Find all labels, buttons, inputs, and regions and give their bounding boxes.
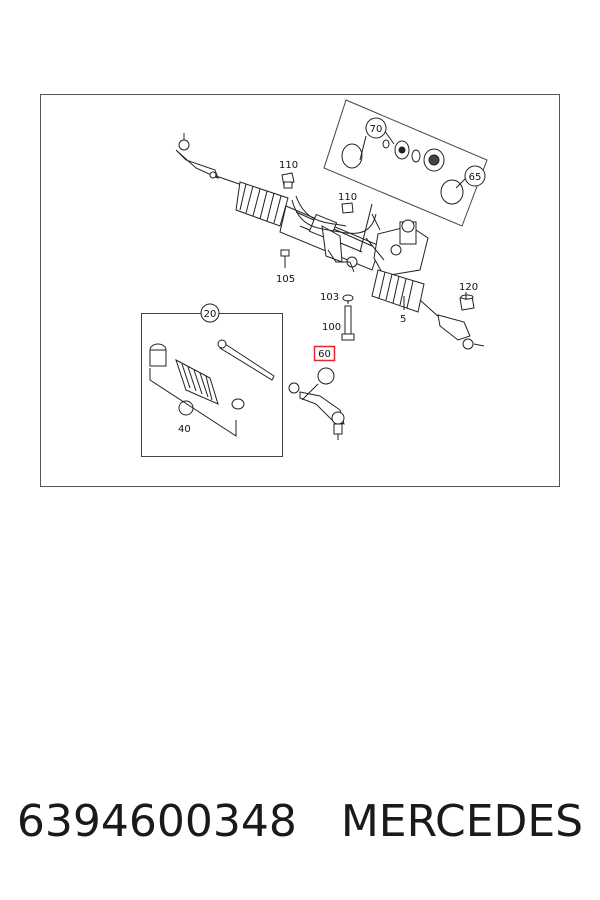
wrench-symbol-60: [317, 367, 335, 385]
nut-110-b: [341, 202, 354, 214]
callout-5: 5: [400, 314, 406, 325]
callout-100: 100: [322, 322, 341, 333]
callout-103: 103: [320, 292, 339, 303]
callout-110-b: 110: [338, 192, 357, 203]
callout-70-circle: [365, 117, 387, 139]
nut-110-a: [281, 172, 295, 189]
callout-60-highlight: [313, 345, 336, 362]
brand-name: MERCEDES: [340, 796, 584, 847]
bolt-105: [280, 249, 290, 268]
callout-40: 40: [178, 424, 191, 435]
inset-box-65-70: [323, 99, 488, 227]
inset-65-70-parts: [341, 139, 464, 205]
steering-rack-assembly: [175, 133, 485, 350]
part-caption: 6394600348 MERCEDES: [0, 796, 600, 847]
part-number: 6394600348: [16, 796, 297, 847]
bolt-100: [341, 305, 355, 341]
callout-120: 120: [459, 282, 478, 293]
callout-60: 60: [318, 349, 331, 360]
callout-70: 70: [370, 124, 383, 135]
tie-rod-end-60: [288, 382, 345, 440]
callout-65: 65: [469, 172, 482, 183]
nut-120: [459, 294, 475, 311]
callout-20: 20: [204, 309, 217, 320]
callout-65-circle: [464, 165, 486, 187]
callout-110-a: 110: [279, 160, 298, 171]
inset-20-parts: [149, 339, 275, 416]
callout-20-circle: [200, 303, 220, 323]
diagram-frame: [40, 94, 560, 487]
callout-105: 105: [276, 274, 295, 285]
